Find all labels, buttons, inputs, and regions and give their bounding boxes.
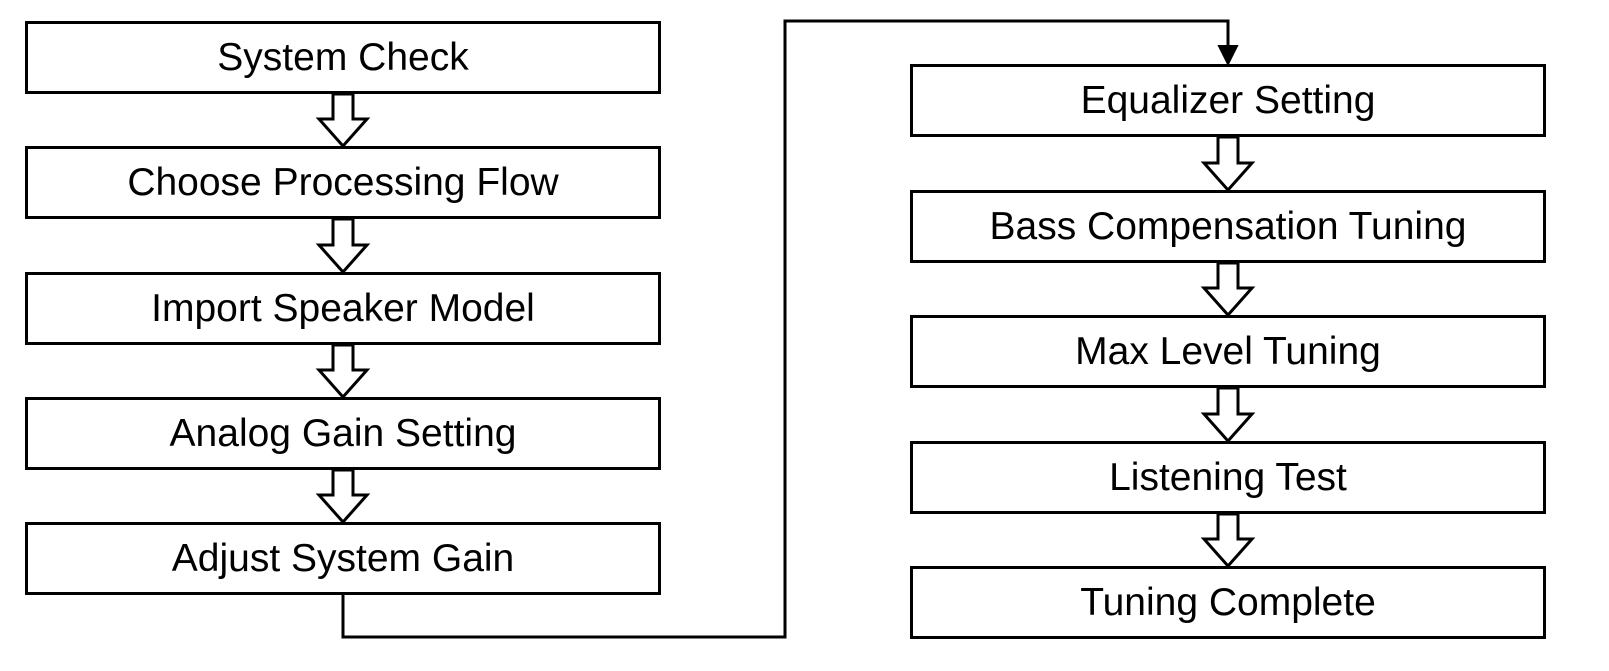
arrow-down-icon [315,217,371,275]
step-label: Max Level Tuning [1075,329,1381,373]
step-label: Tuning Complete [1080,580,1376,624]
step-label: Adjust System Gain [171,536,515,580]
step-tuning-complete: Tuning Complete [910,566,1546,639]
arrow-down-icon [315,92,371,149]
arrow-down-icon [1200,261,1256,318]
arrow-down-icon [315,468,371,525]
arrow-head-icon [1217,45,1239,67]
step-listening-test: Listening Test [910,441,1546,514]
step-label: Listening Test [1109,455,1347,499]
step-import-speaker-model: Import Speaker Model [25,272,661,345]
step-label: Bass Compensation Tuning [989,204,1467,248]
arrow-down-icon [1200,135,1256,193]
arrow-down-icon [1200,512,1256,569]
step-max-level-tuning: Max Level Tuning [910,315,1546,388]
step-label: Analog Gain Setting [169,411,517,455]
step-system-check: System Check [25,21,661,94]
step-bass-compensation-tuning: Bass Compensation Tuning [910,190,1546,263]
step-equalizer-setting: Equalizer Setting [910,64,1546,137]
step-adjust-system-gain: Adjust System Gain [25,522,661,595]
arrow-down-icon [315,343,371,400]
step-label: Choose Processing Flow [127,160,559,204]
step-label: System Check [217,35,469,79]
step-choose-processing-flow: Choose Processing Flow [25,146,661,219]
step-analog-gain-setting: Analog Gain Setting [25,397,661,470]
step-label: Equalizer Setting [1080,78,1376,122]
step-label: Import Speaker Model [151,286,535,330]
arrow-down-icon [1200,386,1256,444]
